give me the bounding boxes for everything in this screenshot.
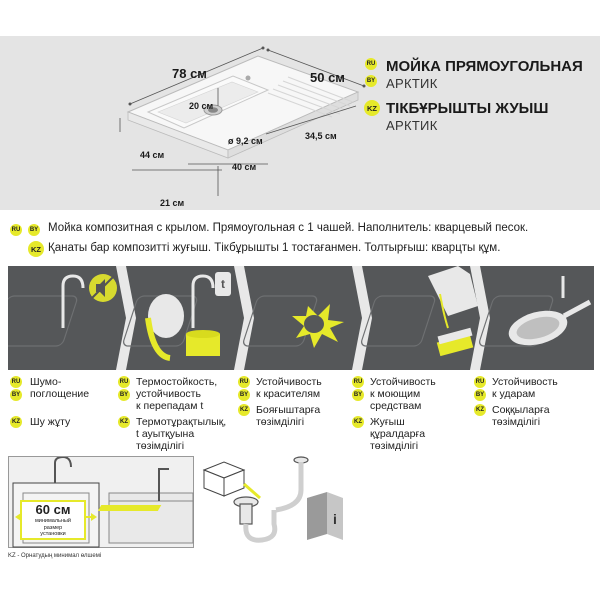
feature-badge-ru: RU [474, 376, 486, 388]
sink-drawing [119, 46, 366, 196]
feature-strip: t [8, 266, 594, 370]
dim-drain: ø 9,2 см [228, 136, 263, 146]
badge-kz: KZ [364, 100, 380, 116]
dim-width: 50 см [310, 70, 345, 85]
faucet-icon [61, 274, 85, 328]
feature-badge-by: BY [10, 389, 22, 401]
faucet-icon [54, 455, 72, 483]
feature-illustrations: t [8, 266, 592, 370]
badge-by: BY [365, 75, 377, 87]
feature-badge-kz: KZ [474, 404, 486, 416]
feature-badge-by: BY [118, 389, 130, 401]
dim-bowl-width: 40 см [232, 162, 257, 172]
description-kz: Қанаты бар композитті жуғыш. Тікбұрышты … [48, 242, 501, 254]
subtitle-kz: АРКТИК [386, 118, 438, 133]
feature-badge-ru: RU [10, 376, 22, 388]
svg-text:t: t [221, 277, 225, 291]
badge-ru: RU [365, 58, 377, 70]
title-ru: МОЙКА ПРЯМОУГОЛЬНАЯ [386, 58, 583, 75]
feature-badge-kz: KZ [118, 416, 130, 428]
dim-depth: 20 см [189, 101, 214, 111]
feature-badge-ru: RU [118, 376, 130, 388]
feature-badge-by: BY [352, 389, 364, 401]
dim-wing: 34,5 см [305, 131, 337, 141]
feature-badge-by: BY [474, 389, 486, 401]
feature-badge-ru: RU [238, 376, 250, 388]
manual-icon: i [307, 492, 343, 540]
subtitle-ru: АРКТИК [386, 76, 438, 91]
package-contents [202, 456, 309, 543]
desc-badge-ru: RU [10, 224, 22, 236]
dim-bottom-offset: 21 см [160, 198, 185, 208]
feature-badge-ru: RU [352, 376, 364, 388]
feature-label-kz: Шу жұту [30, 416, 71, 428]
siphon-icon [233, 456, 309, 543]
min-size-value: 60 см [35, 502, 71, 517]
title-kz: ТІКБҰРЫШТЫ ЖУЫШ [386, 100, 549, 117]
feature-badge-by: BY [238, 389, 250, 401]
desc-badge-by: BY [28, 224, 40, 236]
feature-badge-kz: KZ [238, 404, 250, 416]
feature-label-ru: Шумо-поглощение [30, 376, 90, 401]
kz-install-caption: KZ - Орнатудың минимал өлшемі [8, 553, 102, 559]
dim-length: 78 см [172, 66, 207, 81]
dim-height-left: 44 см [140, 150, 165, 160]
feature-badge-kz: KZ [352, 416, 364, 428]
description-ru: Мойка композитная с крылом. Прямоугольна… [48, 222, 529, 234]
svg-text:i: i [333, 511, 337, 527]
feature-badge-kz: KZ [10, 416, 22, 428]
desc-badge-kz: KZ [28, 241, 44, 257]
box-icon [202, 461, 246, 497]
